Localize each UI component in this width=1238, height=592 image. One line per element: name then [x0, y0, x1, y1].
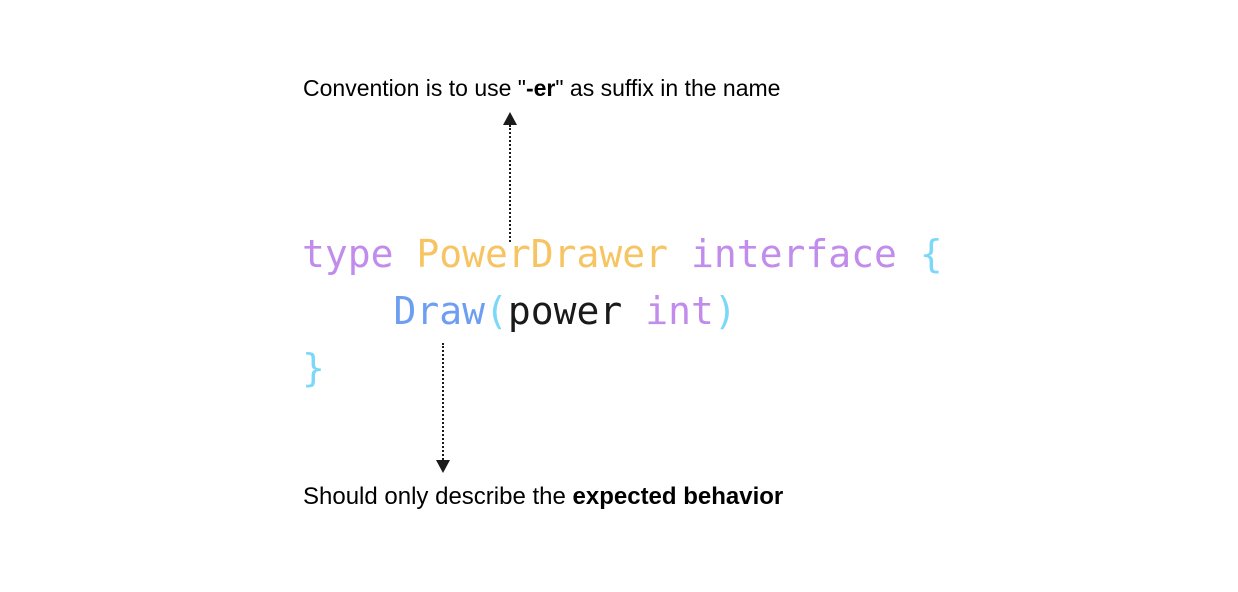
code-token-keyword-type: type	[302, 232, 417, 276]
top-annotation-bold: -er	[525, 75, 556, 101]
bottom-annotation-text-before: Should only describe the	[303, 483, 573, 510]
up-arrow	[503, 112, 517, 242]
top-annotation: Convention is to use "-er" as suffix in …	[303, 74, 780, 102]
top-annotation-text-before: Convention is to use "	[303, 75, 526, 101]
code-token-type-name: PowerDrawer	[416, 232, 691, 276]
code-token-function-name: Draw	[393, 289, 486, 333]
code-token-keyword-interface: interface	[690, 232, 920, 276]
code-line-3: }	[302, 340, 943, 397]
down-arrow-shaft	[442, 343, 444, 460]
code-token-close-brace: }	[302, 346, 325, 390]
code-token-keyword-int: int	[645, 289, 714, 333]
code-block: type PowerDrawer interface {Draw(power i…	[302, 226, 943, 397]
bottom-annotation: Should only describe the expected behavi…	[303, 483, 783, 511]
code-line-2: Draw(power int)	[302, 283, 943, 340]
code-token-open-brace: {	[919, 232, 943, 276]
code-token-close-paren: )	[713, 289, 737, 333]
code-token-parameter: power	[507, 289, 646, 333]
code-line-1: type PowerDrawer interface {	[302, 226, 943, 283]
up-arrow-shaft	[509, 125, 511, 242]
top-annotation-text-after: " as suffix in the name	[555, 75, 781, 101]
down-arrowhead-icon	[436, 460, 450, 473]
down-arrow	[436, 343, 450, 473]
bottom-annotation-bold: expected behavior	[572, 483, 784, 510]
up-arrowhead-icon	[503, 112, 517, 125]
code-token-open-paren: (	[485, 289, 508, 333]
